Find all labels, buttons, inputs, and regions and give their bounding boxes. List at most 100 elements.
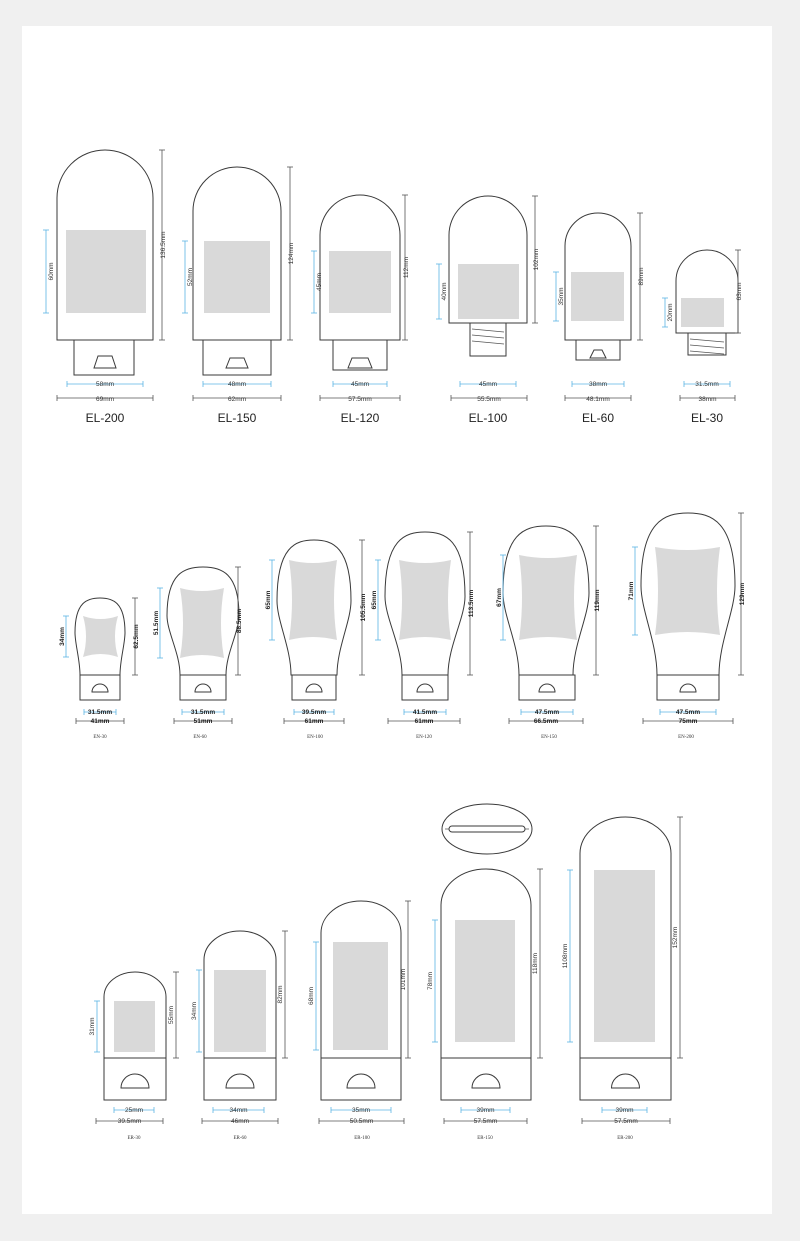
body-width-text: 61mm	[305, 718, 324, 725]
model-name: ER-30	[127, 1136, 141, 1141]
body-width-dimension	[443, 1118, 528, 1124]
cap-width-dimension	[601, 1107, 648, 1113]
cap-width-dimension	[459, 381, 517, 387]
label-area	[83, 616, 118, 657]
body-width-text: 75mm	[679, 718, 698, 725]
height-label: 101mm	[400, 969, 407, 991]
body-width-text: 57.5mm	[348, 396, 371, 403]
height-label: 129mm	[739, 583, 746, 606]
label-area	[571, 272, 624, 321]
model-name: EL-30	[691, 411, 723, 425]
label-height-text: 34mm	[191, 1002, 198, 1020]
height-dimension	[132, 597, 138, 676]
label-height-text: 45mm	[316, 273, 323, 291]
body-width-text: 46mm	[231, 1118, 249, 1125]
model-name: EL-100	[469, 411, 508, 425]
height-label: 112mm	[403, 257, 410, 278]
height-dimension	[637, 212, 643, 341]
height-dimension	[287, 166, 293, 341]
height-dimension	[593, 525, 599, 676]
label-height-dimension	[553, 271, 559, 322]
height-dimension	[537, 868, 543, 1059]
height-dimension	[359, 539, 365, 676]
label-height-dimension	[94, 1000, 100, 1053]
cap-width-text: 35mm	[352, 1107, 370, 1114]
thread-line	[471, 334, 505, 339]
label-height-dimension	[157, 587, 163, 659]
label-height-dimension	[567, 869, 573, 1043]
body-width-text: 41mm	[91, 718, 110, 725]
cap-width-text: 38mm	[589, 381, 607, 388]
body-width-dimension	[319, 395, 401, 401]
cap-width-dimension	[83, 709, 117, 715]
thread-line	[689, 338, 725, 343]
cap-width-dimension	[113, 1107, 155, 1113]
label-area	[455, 920, 515, 1042]
label-area	[399, 560, 451, 640]
height-label: 63mm	[736, 282, 743, 300]
cap-notch	[91, 683, 109, 693]
height-dimension	[735, 249, 741, 334]
cap-width-dimension	[460, 1107, 511, 1113]
height-label: 62.5mm	[133, 624, 140, 648]
body-width-text: 50.5mm	[350, 1118, 373, 1125]
cap-width-dimension	[571, 381, 625, 387]
label-height-text: 67mm	[496, 588, 503, 607]
label-area	[180, 588, 224, 658]
height-label: 113.5mm	[468, 590, 475, 618]
model-name: ER-60	[233, 1136, 247, 1141]
bottle-dimension-drawing: 136.5mm60mm58mm69mmEL-200124mm52mm48mm62…	[43, 149, 746, 1141]
body-width-text: 57.5mm	[474, 1118, 497, 1125]
thread-line	[689, 344, 725, 349]
label-area	[66, 230, 146, 313]
cap-width-text: 31.5mm	[191, 709, 215, 716]
cap-width-dimension	[330, 1107, 392, 1113]
cap-notch	[346, 1073, 376, 1089]
cap-width-text: 31.5mm	[695, 381, 718, 388]
cap-width-dimension	[293, 709, 335, 715]
model-name: ER-200	[617, 1136, 633, 1141]
height-dimension	[405, 900, 411, 1059]
body-width-dimension	[75, 718, 125, 724]
cap	[179, 674, 227, 701]
label-height-text: 20mm	[667, 303, 674, 321]
label-height-text: 34mm	[59, 627, 66, 646]
model-name: EN-100	[307, 735, 323, 740]
cap-width-dimension	[403, 709, 447, 715]
height-label: 119mm	[594, 589, 601, 611]
label-height-text: 78mm	[427, 972, 434, 990]
height-label: 88.5mm	[236, 609, 243, 633]
label-height-text: 51.5mm	[153, 611, 160, 635]
body-width-text: 48.1mm	[586, 396, 609, 403]
cap-width-dimension	[202, 381, 272, 387]
cap-top-slot	[448, 825, 526, 833]
model-name: EL-120	[341, 411, 380, 425]
height-label: 89mm	[638, 267, 645, 285]
er-150-cap-top-view	[441, 803, 533, 855]
label-height-dimension	[63, 615, 69, 658]
cap-notch	[471, 1073, 501, 1089]
label-height-dimension	[311, 250, 317, 314]
label-height-text: 35mm	[558, 287, 565, 305]
body-width-dimension	[564, 395, 632, 401]
cap-width-text: 45mm	[479, 381, 497, 388]
cap-tab	[93, 355, 117, 369]
height-dimension	[467, 531, 473, 676]
model-name: EL-200	[86, 411, 125, 425]
label-area	[204, 241, 270, 313]
label-height-dimension	[432, 919, 438, 1043]
label-area	[214, 970, 266, 1052]
label-height-text: 52mm	[187, 268, 194, 286]
